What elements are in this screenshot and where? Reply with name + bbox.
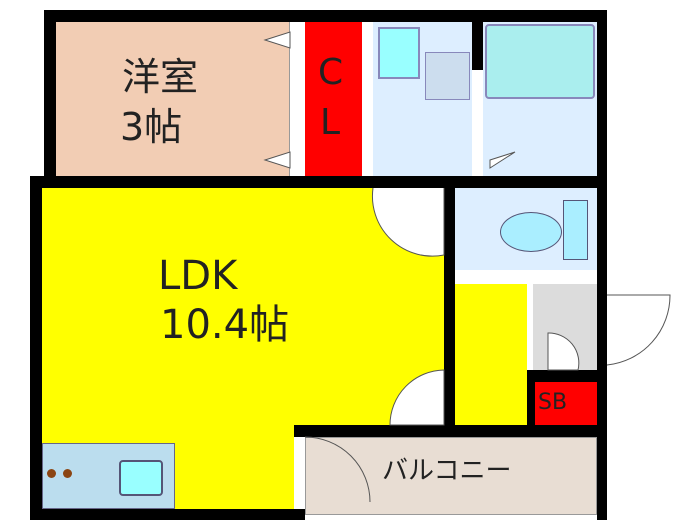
closet-label-l: L xyxy=(320,102,341,143)
ldk-name: LDK xyxy=(158,253,238,299)
toilet-tank xyxy=(563,200,588,260)
closet-label-c: C xyxy=(318,52,344,93)
wall-left-upper xyxy=(44,10,56,188)
wall-top xyxy=(44,10,607,22)
balcony xyxy=(305,437,597,515)
shoe-box-label: SB xyxy=(538,390,568,415)
western-room-size: 3帖 xyxy=(120,105,183,149)
door-arc-balcony xyxy=(304,436,371,503)
wall-right xyxy=(597,10,607,520)
hallway xyxy=(455,284,527,425)
washing-machine-area xyxy=(425,52,470,100)
wall-left xyxy=(30,176,42,520)
balcony-label: バルコニー xyxy=(382,456,512,486)
stove-burner-icon xyxy=(47,469,56,478)
western-room xyxy=(56,22,290,176)
bathtub xyxy=(485,24,595,99)
ldk-room xyxy=(42,188,444,425)
wall-bottom xyxy=(30,509,305,520)
washbasin xyxy=(378,27,420,79)
sink xyxy=(119,460,163,496)
door-arc-washroom xyxy=(371,187,445,257)
toilet-bowl xyxy=(500,212,562,252)
door-arc-hall xyxy=(389,369,445,426)
wall-toilet xyxy=(444,176,455,425)
stove-burner-icon xyxy=(63,469,72,478)
closet xyxy=(305,22,362,176)
door-arc-entrance xyxy=(606,294,671,366)
ldk-size: 10.4帖 xyxy=(160,302,290,348)
door-arc-sb xyxy=(547,332,580,371)
shoe-box xyxy=(535,382,597,425)
wall-bath-divider xyxy=(472,10,483,70)
western-room-name: 洋室 xyxy=(122,55,199,99)
wall-mid-horizontal xyxy=(30,176,607,188)
